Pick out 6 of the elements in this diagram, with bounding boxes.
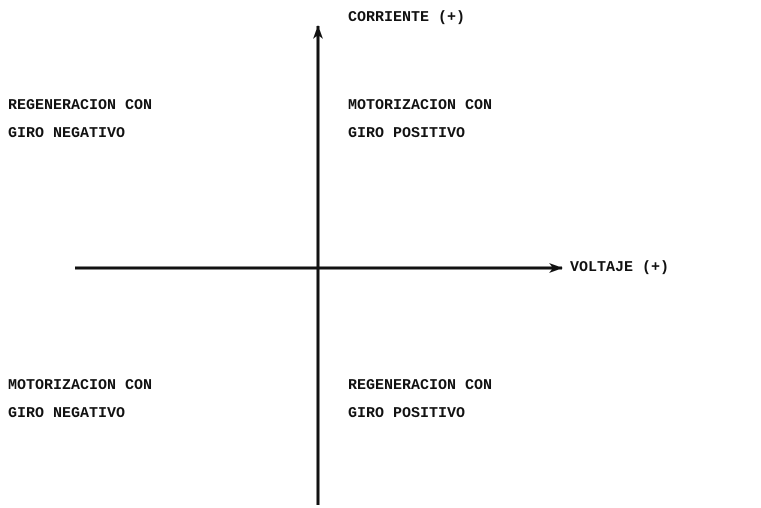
axis-label: VOLTAJE (+) [570, 258, 670, 278]
quadrant-label: REGENERACION CON GIRO POSITIVO [348, 376, 494, 424]
axis-label: CORRIENTE (+) [348, 8, 466, 28]
quadrant-label: MOTORIZACION CON GIRO NEGATIVO [8, 376, 154, 424]
quadrant-label: REGENERACION CON GIRO NEGATIVO [8, 96, 154, 144]
quadrant-label: MOTORIZACION CON GIRO POSITIVO [348, 96, 494, 144]
